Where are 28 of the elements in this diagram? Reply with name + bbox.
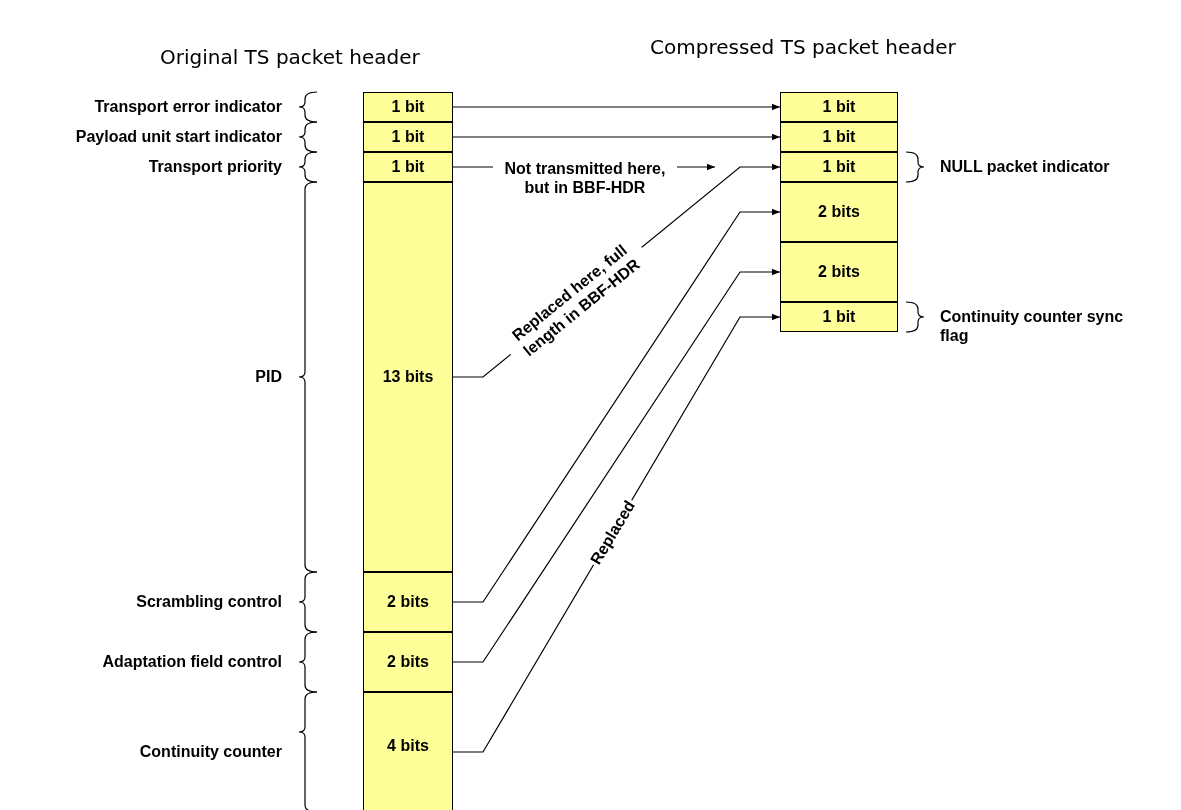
field-name: Continuity counter sync flag: [940, 307, 1125, 345]
bit-field-cell: 1 bit: [780, 302, 898, 332]
bit-field-cell: 2 bits: [363, 572, 453, 632]
field-name: Adaptation field control: [102, 652, 282, 671]
bit-field-cell: 4 bits: [363, 692, 453, 810]
field-name: Transport error indicator: [94, 97, 282, 116]
bit-field-cell: 1 bit: [780, 92, 898, 122]
field-name: NULL packet indicator: [940, 157, 1111, 176]
bit-field-cell: 1 bit: [780, 122, 898, 152]
bit-field-cell: 13 bits: [363, 182, 453, 572]
bit-field-cell: 1 bit: [363, 92, 453, 122]
field-name: Scrambling control: [136, 592, 282, 611]
field-name: Payload unit start indicator: [75, 127, 282, 146]
arrow: [452, 268, 781, 663]
field-name: PID: [255, 367, 282, 386]
field-name: Continuity counter: [139, 742, 282, 761]
arrow: [452, 208, 781, 603]
bit-field-cell: 1 bit: [363, 122, 453, 152]
arrow: [452, 103, 781, 111]
bit-field-cell: 2 bits: [363, 632, 453, 692]
bit-field-cell: 2 bits: [780, 242, 898, 302]
field-name: Transport priority: [148, 157, 282, 176]
column-heading: Original TS packet header: [160, 45, 420, 69]
column-heading: Compressed TS packet header: [650, 35, 956, 59]
arrow: [452, 133, 781, 141]
bit-field-cell: 2 bits: [780, 182, 898, 242]
bit-field-cell: 1 bit: [780, 152, 898, 182]
bit-field-cell: 1 bit: [363, 152, 453, 182]
